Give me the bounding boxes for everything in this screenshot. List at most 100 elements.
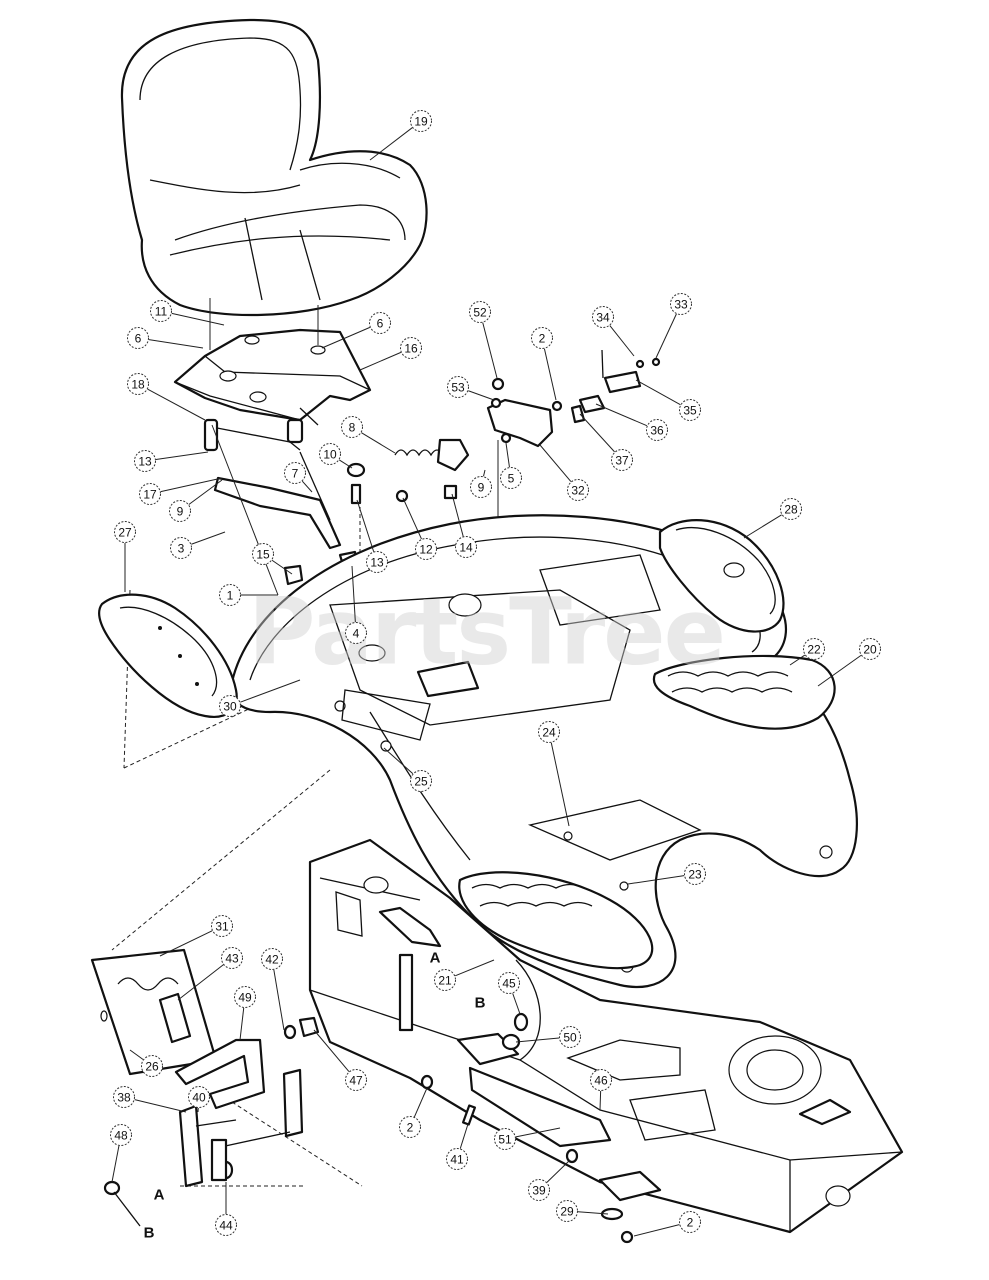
callout-number: 2 [407,1121,414,1135]
callout-number: 15 [256,548,270,562]
callout-circle [559,1026,581,1048]
callout-leader-line [515,1127,561,1138]
callout-leader-line [147,388,206,421]
part-callout: 9 [470,469,492,498]
callout-number: 45 [502,977,516,991]
callout-number: 40 [192,1091,206,1105]
callout-leader-line [635,379,681,406]
callout-circle [211,915,233,937]
callout-number: 1 [227,589,234,603]
callout-circle [556,1200,578,1222]
callout-number: 26 [145,1060,159,1074]
part-callout: 6 [321,312,391,349]
callout-number: 33 [674,298,688,312]
callout-leader-line [383,747,414,775]
callout-circle [670,293,692,315]
part-callout: 13 [356,499,388,573]
part-callout: 44 [215,1182,237,1236]
callout-leader-line [655,313,677,359]
callout-number: 25 [414,775,428,789]
callout-leader-line [743,514,782,539]
part-callout: 12 [402,497,437,560]
callout-circle [252,543,274,565]
callout-number: 13 [370,556,384,570]
callout-leader-line [313,1029,350,1072]
callout-number: 27 [118,526,132,540]
callout-number: 30 [223,700,237,714]
connection-letter: A [430,950,441,967]
callout-circle [528,1179,550,1201]
callout-number: 50 [563,1031,577,1045]
callout-leader-line [459,1123,469,1149]
callout-number: 41 [450,1153,464,1167]
callout-number: 52 [473,306,487,320]
part-callout: 46 [590,1069,612,1111]
callout-number: 32 [571,484,585,498]
part-callout: 33 [655,293,692,359]
callout-leader-line [633,1224,680,1237]
part-callout: 9 [169,479,223,522]
part-callout: 15 [252,543,293,575]
callout-circle [319,443,341,465]
side-consoles [99,520,783,717]
callout-circle [221,947,243,969]
callout-number: 17 [143,488,157,502]
callout-number: 14 [459,541,473,555]
callout-number: 37 [615,454,629,468]
part-callout: 8 [341,416,396,454]
callout-circle [415,538,437,560]
part-callout: 30 [219,679,301,717]
callout-circle [345,622,367,644]
callout-circle [399,1116,421,1138]
callout-leader-line [595,403,648,427]
part-callout: 26 [129,1049,163,1077]
callout-leader-line [369,127,413,161]
part-callout: 34 [592,306,635,357]
callout-number: 9 [177,505,184,519]
part-callout: 31 [159,915,233,957]
callout-number: 2 [687,1216,694,1230]
callout-number: 46 [594,1074,608,1088]
callout-circle [110,1124,132,1146]
part-callout: 20 [817,638,881,687]
part-callout: 51 [494,1127,561,1150]
callout-circle [455,536,477,558]
callout-number: 42 [265,953,279,967]
callout-leader-line [627,875,685,885]
part-callout: 52 [469,301,498,379]
callout-circle [341,416,363,438]
part-callout: 47 [313,1029,367,1091]
callout-circle [410,770,432,792]
callout-number: 6 [377,317,384,331]
callout-circle [369,312,391,334]
callout-number: 44 [219,1219,233,1233]
part-callout: 11 [150,300,225,326]
part-callout: 25 [383,747,432,792]
callout-number: 11 [155,305,168,319]
callout-circle [470,476,492,498]
part-callout: 21 [434,959,495,991]
callout-circle [139,483,161,505]
part-callout: 38 [113,1086,187,1113]
callout-circle [410,110,432,132]
part-callout: 2 [633,1211,701,1237]
part-callout: 22 [789,638,825,666]
part-callout: 7 [284,462,313,493]
callout-number: 39 [532,1184,546,1198]
callout-number: 28 [784,503,798,517]
part-callout: 3 [170,531,226,559]
callout-leader-line [129,1049,144,1060]
callout-number: 29 [560,1205,574,1219]
callout-number: 7 [292,467,299,481]
seat-pan-bracket [175,330,370,548]
part-callout: 41 [446,1123,469,1170]
callout-leader-line [111,1145,120,1183]
callout-circle [366,551,388,573]
callout-leader-line [505,442,510,468]
callout-leader-line [155,451,209,460]
callout-circle [590,1069,612,1091]
callout-circle [679,1211,701,1233]
callout-leader-line [599,1090,602,1111]
connection-letter: A [154,1187,165,1204]
